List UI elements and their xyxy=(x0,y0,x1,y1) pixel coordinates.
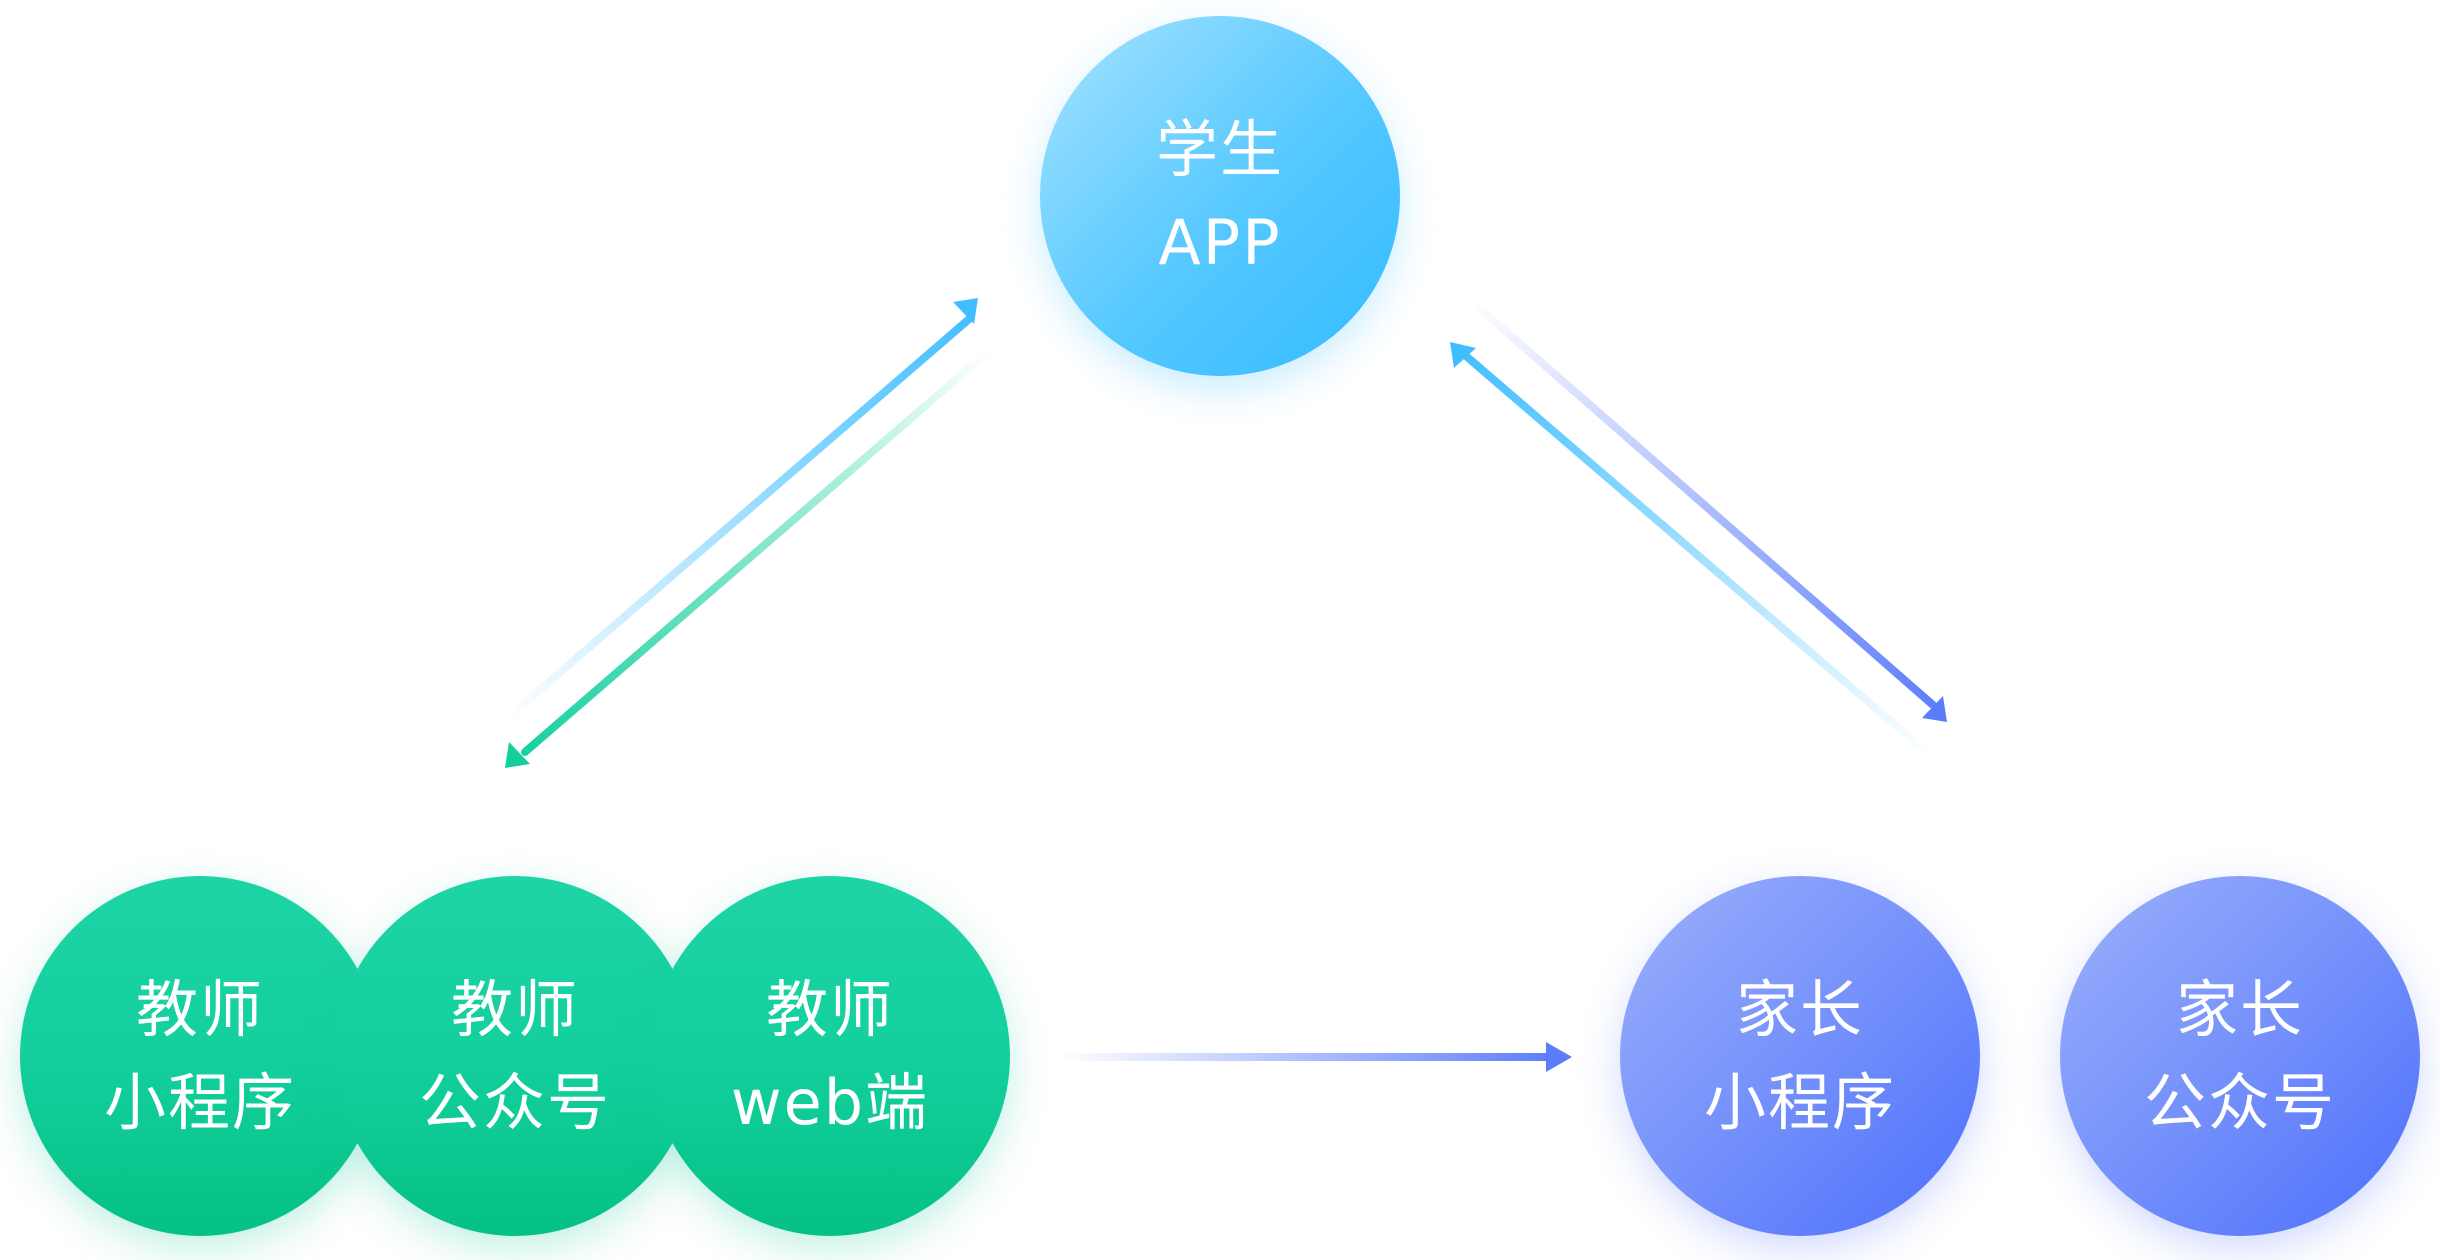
node-teacher-mini-program: 教师 小程序 xyxy=(20,876,380,1236)
node-label-line1: 学生 xyxy=(1155,113,1284,186)
node-label-line2: web端 xyxy=(730,1066,930,1139)
node-label-line1: 教师 xyxy=(135,973,264,1046)
node-label-line2: 小程序 xyxy=(103,1066,296,1139)
node-label-line1: 家长 xyxy=(2175,973,2304,1046)
node-teacher-official-account: 教师 公众号 xyxy=(335,876,695,1236)
node-student-app: 学生 APP xyxy=(1040,16,1400,376)
arrow-teacher-to-student xyxy=(501,316,972,724)
node-parent-mini-program: 家长 小程序 xyxy=(1620,876,1980,1236)
arrow-parent-to-student xyxy=(1462,352,1934,759)
node-label-line1: 家长 xyxy=(1735,973,1864,1046)
arrow-head-teacher-to-parent xyxy=(1546,1042,1572,1072)
node-label-line2: 公众号 xyxy=(2143,1066,2336,1139)
node-parent-official-account: 家长 公众号 xyxy=(2060,876,2420,1236)
arrow-student-to-teacher xyxy=(521,346,994,756)
node-label-line2: 小程序 xyxy=(1703,1066,1896,1139)
node-label-line1: 教师 xyxy=(765,973,894,1046)
arrow-head-student-to-parent xyxy=(1922,696,1947,722)
arrow-head-student-to-teacher xyxy=(505,742,530,768)
node-label-line2: 公众号 xyxy=(418,1066,611,1139)
arrow-student-to-parent xyxy=(1466,296,1937,709)
arrow-head-teacher-to-student xyxy=(953,298,978,324)
arrow-head-parent-to-student xyxy=(1450,342,1476,368)
node-teacher-web: 教师 web端 xyxy=(650,876,1010,1236)
node-label-line2: APP xyxy=(1158,206,1282,279)
node-label-line1: 教师 xyxy=(450,973,579,1046)
